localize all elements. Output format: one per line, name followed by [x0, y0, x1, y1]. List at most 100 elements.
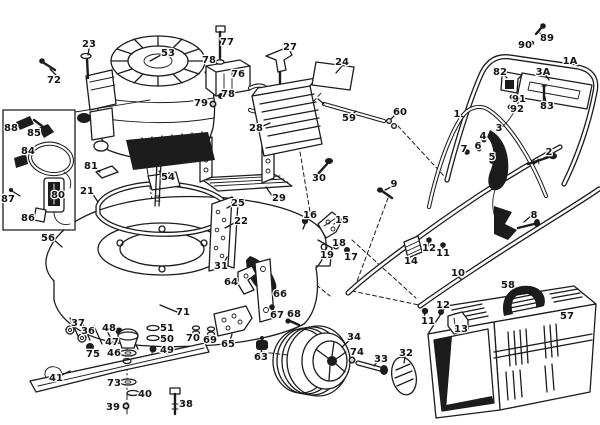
- washers-69: [206, 326, 216, 332]
- handle-loop-1: [426, 104, 549, 210]
- ignition-cable-84: [14, 141, 74, 189]
- callout-78: 78: [221, 89, 235, 100]
- callout-38: 38: [179, 399, 193, 410]
- screw-92: [507, 104, 513, 110]
- washer-90: [529, 40, 535, 46]
- callout-77: 77: [220, 37, 234, 48]
- callout-56: 56: [41, 233, 55, 244]
- callout-32: 32: [399, 348, 413, 359]
- callout-12: 12: [436, 300, 450, 311]
- callout-63: 63: [254, 352, 268, 363]
- callout-36: 36: [81, 326, 95, 337]
- callout-92: 92: [510, 104, 524, 115]
- callout-73: 73: [107, 378, 121, 389]
- callout-46: 46: [107, 348, 121, 359]
- handle-bolts-upper: [426, 237, 446, 252]
- callout-3: 3: [496, 123, 503, 134]
- callout-66: 66: [273, 289, 287, 300]
- washer-19: [320, 243, 328, 251]
- callout-64: 64: [224, 277, 238, 288]
- callout-86: 86: [21, 213, 35, 224]
- bolt-16: [301, 217, 309, 225]
- callout-81: 81: [84, 161, 98, 172]
- callout-12: 12: [422, 243, 436, 254]
- washer-4: [481, 137, 487, 143]
- washer-18: [332, 242, 340, 250]
- bolt-9: [377, 187, 394, 200]
- spark-plug-88: [16, 116, 54, 138]
- blade-bar-41: [29, 342, 210, 393]
- callout-88: 88: [4, 123, 18, 134]
- washer-78-upper: [215, 59, 225, 65]
- callout-14: 14: [404, 256, 418, 267]
- screw-72: [39, 58, 57, 72]
- cover-plate-24: [311, 61, 355, 91]
- bolt-23: [80, 52, 92, 80]
- callout-11: 11: [436, 248, 450, 259]
- callout-80: 80: [51, 190, 65, 201]
- callout-22: 22: [234, 216, 248, 227]
- washer-74: [348, 356, 356, 364]
- muffler-grille: [135, 131, 203, 167]
- callout-21: 21: [80, 186, 94, 197]
- washer-37: [65, 325, 75, 335]
- hinge-bracket-15: [301, 211, 351, 259]
- upper-handle-1A: [444, 54, 599, 187]
- callout-90: 90: [518, 40, 532, 51]
- callout-34: 34: [347, 332, 361, 343]
- blade-bolt-stack: [115, 327, 140, 410]
- callout-30: 30: [312, 173, 326, 184]
- callout-69: 69: [203, 335, 217, 346]
- console-panel-3A: [492, 71, 593, 229]
- callout-28: 28: [249, 123, 263, 134]
- callout-79: 79: [194, 98, 208, 109]
- callout-87: 87: [1, 194, 15, 205]
- callout-53: 53: [161, 48, 175, 59]
- callout-1: 1: [454, 109, 461, 120]
- callout-78: 78: [202, 55, 216, 66]
- handle-foot-13: [447, 311, 469, 335]
- wheel-34: [272, 325, 351, 397]
- washer-50: [146, 334, 160, 342]
- plug-cap-85: [38, 124, 54, 138]
- left-washer-cluster: [65, 325, 94, 351]
- callout-24: 24: [335, 57, 349, 68]
- axle-hardware: [348, 356, 388, 375]
- callout-83: 83: [540, 101, 554, 112]
- callout-4: 4: [480, 131, 487, 142]
- hub-cap-32: [390, 356, 418, 396]
- callout-60: 60: [393, 107, 407, 118]
- callout-51: 51: [160, 323, 174, 334]
- axle-bolt-33: [380, 365, 388, 375]
- callout-5: 5: [489, 152, 496, 163]
- callout-41: 41: [49, 373, 63, 384]
- callout-72: 72: [47, 75, 61, 86]
- washer-7: [464, 149, 470, 155]
- callout-19: 19: [320, 250, 334, 261]
- catcher-handle-58: [502, 285, 545, 316]
- callout-54: 54: [161, 172, 175, 183]
- grass-catcher-57: [427, 285, 597, 419]
- callout-11: 11: [421, 316, 435, 327]
- chute-louvers: [259, 93, 322, 149]
- buffer-63: [256, 340, 268, 350]
- washer-40: [126, 389, 140, 397]
- callout-7: 7: [461, 144, 468, 155]
- nut-39: [122, 402, 130, 410]
- callout-10: 10: [451, 268, 465, 279]
- callout-25: 25: [231, 198, 245, 209]
- callout-71: 71: [176, 307, 190, 318]
- callout-82: 82: [493, 67, 507, 78]
- callout-18: 18: [332, 238, 346, 249]
- washer-78-lower: [218, 93, 224, 99]
- strap-66: [254, 258, 275, 323]
- callout-67: 67: [270, 310, 284, 321]
- ignition-coil-80: [43, 177, 71, 225]
- washer-36: [77, 333, 87, 343]
- callout-29: 29: [272, 193, 286, 204]
- callout-68: 68: [287, 309, 301, 320]
- bracket-cluster-63-70: [191, 258, 301, 350]
- washer-6: [476, 146, 482, 152]
